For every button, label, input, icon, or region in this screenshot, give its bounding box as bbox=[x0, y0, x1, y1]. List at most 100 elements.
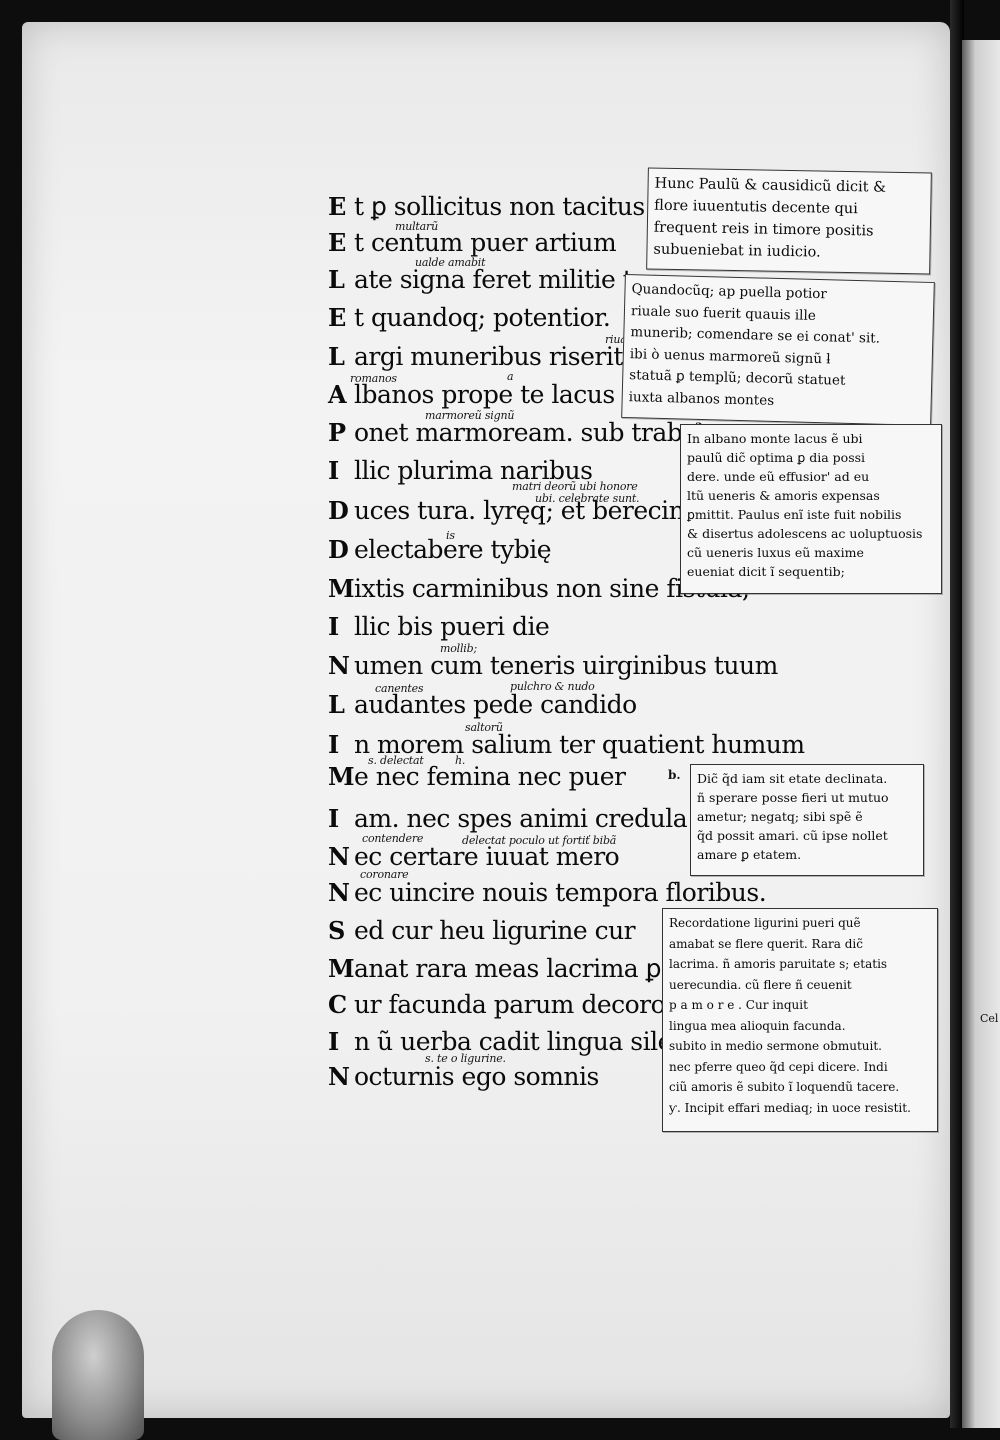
commentary-note: Quandocũq; ap puella potior riuale suo f… bbox=[621, 273, 935, 427]
note-line: paulũ dic̃ optima ꝑ dia possi bbox=[687, 450, 866, 465]
line-text: uces tura. lyręq; et berecinthię bbox=[354, 496, 732, 525]
margin-mark: b. bbox=[668, 768, 681, 782]
line-initial: M bbox=[328, 954, 355, 983]
interlinear-gloss: ualde amabit bbox=[415, 256, 486, 269]
line-text: llic plurima naribus bbox=[354, 456, 593, 485]
note-line: Recordatione ligurini pueri quẽ bbox=[669, 916, 861, 930]
line-initial: I bbox=[328, 804, 339, 833]
note-line: nec pferre queo q̃d cepi dicere. Indi bbox=[669, 1059, 888, 1074]
commentary-note: Dic̃ q̃d iam sit etate declinata. ñ sper… bbox=[690, 764, 924, 876]
note-line: lingua mea alioquin facunda. bbox=[669, 1018, 846, 1033]
line-text: electabere tybię bbox=[354, 535, 552, 564]
line-initial: N bbox=[328, 842, 350, 871]
note-line: ꝑmittit. Paulus enĩ iste fuit nobilis bbox=[687, 507, 902, 522]
interlinear-gloss: matri deorũ ubi honore bbox=[512, 480, 638, 493]
main-line: Me nec femina nec puer bbox=[328, 762, 626, 792]
line-initial: L bbox=[328, 265, 345, 294]
commentary-note: Recordatione ligurini pueri quẽ amabat s… bbox=[662, 908, 938, 1132]
adjacent-page-fragment: Cel bbox=[980, 1012, 999, 1025]
line-initial: I bbox=[328, 730, 339, 759]
adjacent-page-edge: Cel bbox=[962, 40, 1000, 1428]
note-line: & disertus adolescens ac uoluptuosis bbox=[687, 526, 923, 541]
line-initial: A bbox=[328, 380, 347, 409]
interlinear-gloss: pulchro & nudo bbox=[510, 680, 595, 693]
note-line: amare ꝑ etatem. bbox=[697, 847, 802, 862]
note-line: eueniat dicit ĩ sequentib; bbox=[687, 564, 845, 579]
line-initial: I bbox=[328, 1027, 339, 1056]
line-initial: P bbox=[328, 418, 346, 447]
line-text: t quandoq; potentior. bbox=[354, 303, 611, 332]
interlinear-gloss: delectat poculo ut fortiť bibã bbox=[462, 834, 617, 847]
interlinear-gloss: contendere bbox=[362, 832, 424, 845]
interlinear-gloss: s. te o ligurine. bbox=[425, 1052, 506, 1065]
note-line: dere. unde eũ effusior' ad eu bbox=[687, 469, 870, 484]
line-text: n morem salium ter quatient humum bbox=[354, 730, 805, 759]
interlinear-gloss: ubi. celebrate sunt. bbox=[535, 492, 640, 505]
note-line: uerecundia. cũ flere ñ ceuenit bbox=[669, 977, 852, 992]
line-initial: I bbox=[328, 456, 339, 485]
line-text: ate signa feret militie tue, bbox=[354, 265, 670, 294]
line-text: audantes pede candido bbox=[354, 690, 637, 719]
note-line: q̃d possit amari. cũ ipse nollet bbox=[697, 828, 888, 843]
interlinear-gloss: romanos bbox=[350, 372, 397, 385]
line-initial: N bbox=[328, 651, 350, 680]
interlinear-gloss: multarũ bbox=[395, 220, 438, 233]
commentary-note: Hunc Paulũ & causidicũ dicit & flore iuu… bbox=[646, 167, 932, 275]
interlinear-gloss: a bbox=[507, 370, 514, 383]
line-text: umen cum teneris uirginibus tuum bbox=[354, 651, 778, 680]
line-initial: I bbox=[328, 612, 339, 641]
interlinear-gloss: coronare bbox=[360, 868, 409, 881]
line-initial: E bbox=[328, 192, 346, 221]
line-initial: M bbox=[328, 762, 355, 791]
line-text: octurnis ego somnis bbox=[354, 1062, 599, 1091]
note-line: subito in medio sermone obmutuit. bbox=[669, 1039, 882, 1053]
interlinear-gloss: is bbox=[446, 529, 455, 542]
line-initial: C bbox=[328, 990, 347, 1019]
line-initial: L bbox=[328, 690, 345, 719]
line-initial: E bbox=[328, 303, 346, 332]
line-text: t centum puer artium bbox=[354, 228, 617, 257]
line-initial: D bbox=[328, 535, 349, 564]
line-initial: S bbox=[328, 916, 345, 945]
note-line: ñ sperare posse fieri ut mutuo bbox=[697, 790, 889, 805]
interlinear-gloss: saltorũ bbox=[465, 721, 503, 734]
note-line: In albano monte lacus ẽ ubi bbox=[687, 431, 863, 446]
holder-thumb bbox=[52, 1310, 144, 1440]
note-line: Dic̃ q̃d iam sit etate declinata. bbox=[697, 771, 888, 786]
note-line: lacrima. ñ amoris paruitate s; etatis bbox=[669, 957, 888, 971]
line-initial: M bbox=[328, 574, 355, 603]
line-text: ur facunda parum decoro bbox=[354, 990, 666, 1019]
note-line: p a m o r e . Cur inquit bbox=[669, 998, 808, 1012]
note-line: ltũ ueneris & amoris expensas bbox=[687, 488, 880, 503]
interlinear-gloss: s. delectat bbox=[368, 754, 424, 767]
commentary-note: In albano monte lacus ẽ ubi paulũ dic̃ o… bbox=[680, 424, 942, 594]
interlinear-gloss: canentes bbox=[375, 682, 424, 695]
note-line: ametur; negatq; sibi spẽ ẽ bbox=[697, 809, 863, 824]
line-text: ec uincire nouis tempora floribus. bbox=[354, 878, 767, 907]
line-text: ec certare iuuat mero bbox=[354, 842, 620, 871]
note-line: ƴ. Incipit effari mediaq; in uoce resist… bbox=[669, 1100, 911, 1115]
line-text: llic bis pueri die bbox=[354, 612, 550, 641]
note-line: cũ ueneris luxus eũ maxime bbox=[687, 545, 864, 560]
line-initial: N bbox=[328, 878, 350, 907]
line-text: ed cur heu ligurine cur bbox=[354, 916, 636, 945]
note-line: ciũ amoris ẽ subito ĩ loquendũ tacere. bbox=[669, 1080, 900, 1094]
note-line: amabat se flere querit. Rara dic̃ bbox=[669, 936, 863, 951]
line-initial: D bbox=[328, 496, 349, 525]
interlinear-gloss: mollib; bbox=[440, 642, 477, 655]
line-initial: E bbox=[328, 228, 346, 257]
